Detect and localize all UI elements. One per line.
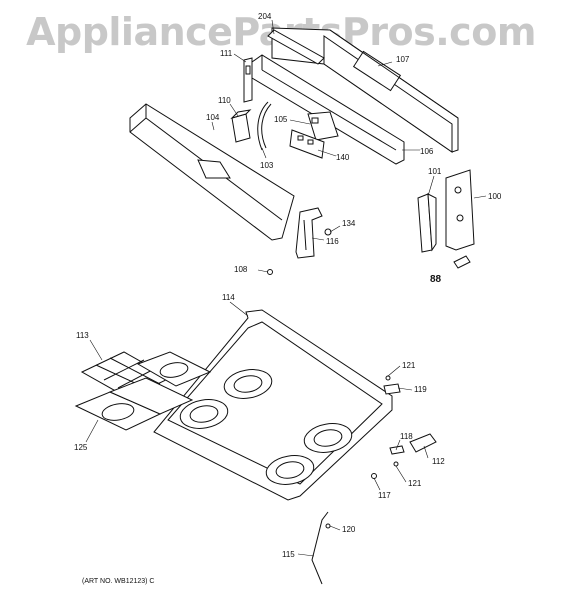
part-103-cable: [257, 101, 272, 151]
callout-125: 125: [74, 443, 88, 452]
part-140-plate: [289, 129, 325, 159]
part-112-bracket: [409, 433, 437, 453]
callout-107: 107: [396, 55, 410, 64]
part-119-clip: [383, 375, 401, 395]
callout-134: 134: [342, 219, 356, 228]
callout-204: 204: [258, 12, 272, 21]
callout-103: 103: [260, 161, 274, 170]
part-114-cooktop: [153, 309, 393, 501]
callout-112: 112: [432, 457, 445, 466]
callout-121-top: 121: [402, 361, 416, 370]
callout-104: 104: [206, 113, 220, 122]
part-110-module: [230, 109, 252, 143]
part-104-control-panel: [129, 103, 295, 241]
part-106-manifold-panel: [251, 54, 405, 165]
part-101-side-bracket: [417, 193, 437, 253]
callout-111: 111: [220, 49, 233, 58]
callout-119: 119: [414, 385, 427, 394]
callout-114: 114: [222, 293, 235, 302]
callout-118: 118: [400, 432, 413, 441]
callout-121-bottom: 121: [408, 479, 422, 488]
callout-115: 115: [282, 550, 295, 559]
part-115-rod: [311, 511, 331, 585]
callout-116: 116: [326, 237, 339, 246]
part-105-valve: [307, 111, 339, 141]
part-118-spring: [371, 445, 405, 479]
part-204-bracket: [267, 29, 325, 65]
callout-100: 100: [488, 192, 502, 201]
part-108-screw: [267, 269, 273, 275]
callout-105: 105: [274, 115, 288, 124]
callout-117: 117: [378, 491, 391, 500]
callout-120: 120: [342, 525, 356, 534]
part-116-bracket: [295, 207, 323, 259]
art-number-label: (ART NO. WB12123) C: [82, 578, 155, 585]
part-100-end-cap: [445, 169, 475, 251]
part-drip-pan-upper: [136, 351, 212, 387]
callout-88: 88: [430, 274, 442, 285]
callout-108: 108: [234, 265, 248, 274]
callout-140: 140: [336, 153, 350, 162]
part-134-screw: [324, 228, 332, 236]
callout-101: 101: [428, 167, 442, 176]
callout-106: 106: [420, 147, 434, 156]
part-88-cylinder: [453, 255, 471, 269]
callout-113: 113: [76, 331, 89, 340]
part-125-drip-pan: [74, 377, 194, 431]
part-111-side-bracket: [243, 57, 253, 103]
callout-110: 110: [218, 96, 231, 105]
leader-lines: [85, 19, 487, 557]
